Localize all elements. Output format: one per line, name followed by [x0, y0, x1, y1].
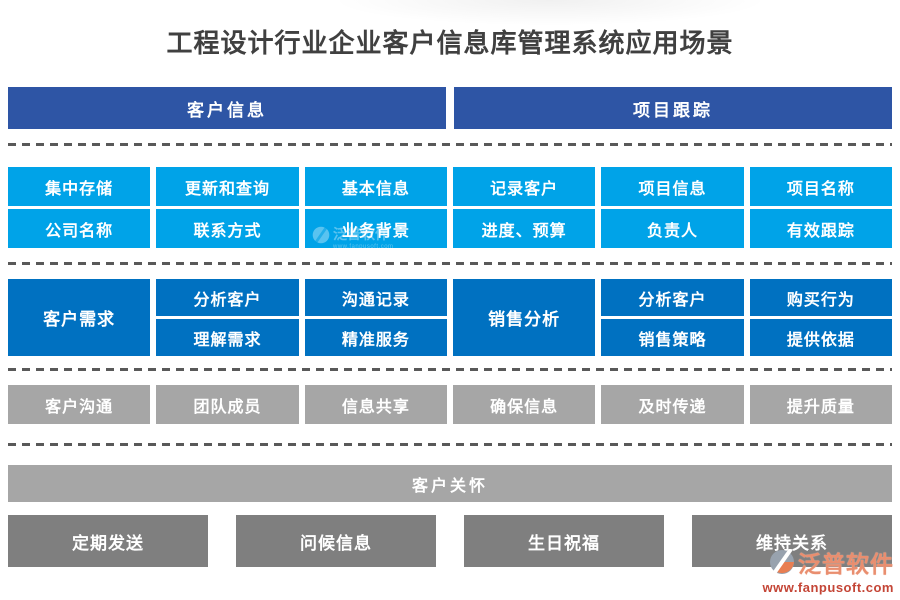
header-customer-info: 客户信息	[8, 87, 446, 129]
sales-analysis-cell: 销售分析	[452, 279, 596, 356]
customer-care-row: 定期发送 问候信息 生日祝福 维持关系	[8, 515, 892, 567]
page-title: 工程设计行业企业客户信息库管理系统应用场景	[166, 28, 734, 58]
top-shadow-decoration	[330, 0, 770, 26]
info-cell: 进度、预算	[452, 209, 596, 248]
dashed-divider	[8, 262, 892, 265]
care-item: 生日祝福	[464, 515, 664, 567]
fanpu-logo-icon	[769, 547, 795, 579]
brand-watermark: 泛普软件 www.fanpusoft.com	[762, 547, 894, 595]
analysis-cell: 分析客户	[601, 279, 744, 316]
brand-url: www.fanpusoft.com	[762, 580, 894, 595]
info-cell: 集中存储	[8, 167, 151, 206]
communication-row: 客户沟通 团队成员 信息共享 确保信息 及时传递 提升质量	[8, 385, 892, 424]
analysis-cell: 沟通记录	[304, 279, 447, 316]
customer-needs-cell: 客户需求	[8, 279, 151, 356]
analysis-cell: 理解需求	[156, 319, 299, 356]
info-cell: 公司名称	[8, 209, 151, 248]
info-cell: 项目名称	[749, 167, 892, 206]
communication-cell: 提升质量	[749, 385, 892, 424]
care-item: 问候信息	[236, 515, 436, 567]
needs-analysis-grid: 客户需求 分析客户 沟通记录 销售分析 分析客户 购买行为 理解需求 精准服务 …	[8, 279, 892, 356]
info-cell: 基本信息	[304, 167, 447, 206]
dashed-divider	[8, 443, 892, 446]
communication-cell: 及时传递	[601, 385, 744, 424]
info-cell: 项目信息	[601, 167, 744, 206]
info-cell: 负责人	[601, 209, 744, 248]
care-item: 定期发送	[8, 515, 208, 567]
brand-name: 泛普软件	[798, 550, 894, 577]
info-cell: 记录客户	[452, 167, 596, 206]
communication-cell: 信息共享	[304, 385, 447, 424]
dashed-divider	[8, 368, 892, 371]
info-cell: 更新和查询	[156, 167, 299, 206]
info-cell: 业务背景	[304, 209, 447, 248]
analysis-cell: 精准服务	[304, 319, 447, 356]
analysis-cell: 购买行为	[749, 279, 892, 316]
dashed-divider	[8, 143, 892, 146]
analysis-cell: 提供依据	[749, 319, 892, 356]
info-cell: 联系方式	[156, 209, 299, 248]
analysis-cell: 分析客户	[156, 279, 299, 316]
info-cell: 有效跟踪	[749, 209, 892, 248]
analysis-cell: 销售策略	[601, 319, 744, 356]
communication-cell: 确保信息	[452, 385, 596, 424]
customer-care-header: 客户关怀	[8, 465, 892, 502]
customer-info-grid: 集中存储 更新和查询 基本信息 记录客户 项目信息 项目名称 公司名称 联系方式…	[8, 167, 892, 248]
communication-cell: 团队成员	[156, 385, 299, 424]
header-project-tracking: 项目跟踪	[454, 87, 892, 129]
communication-cell: 客户沟通	[8, 385, 151, 424]
section-headers: 客户信息 项目跟踪	[8, 87, 892, 129]
